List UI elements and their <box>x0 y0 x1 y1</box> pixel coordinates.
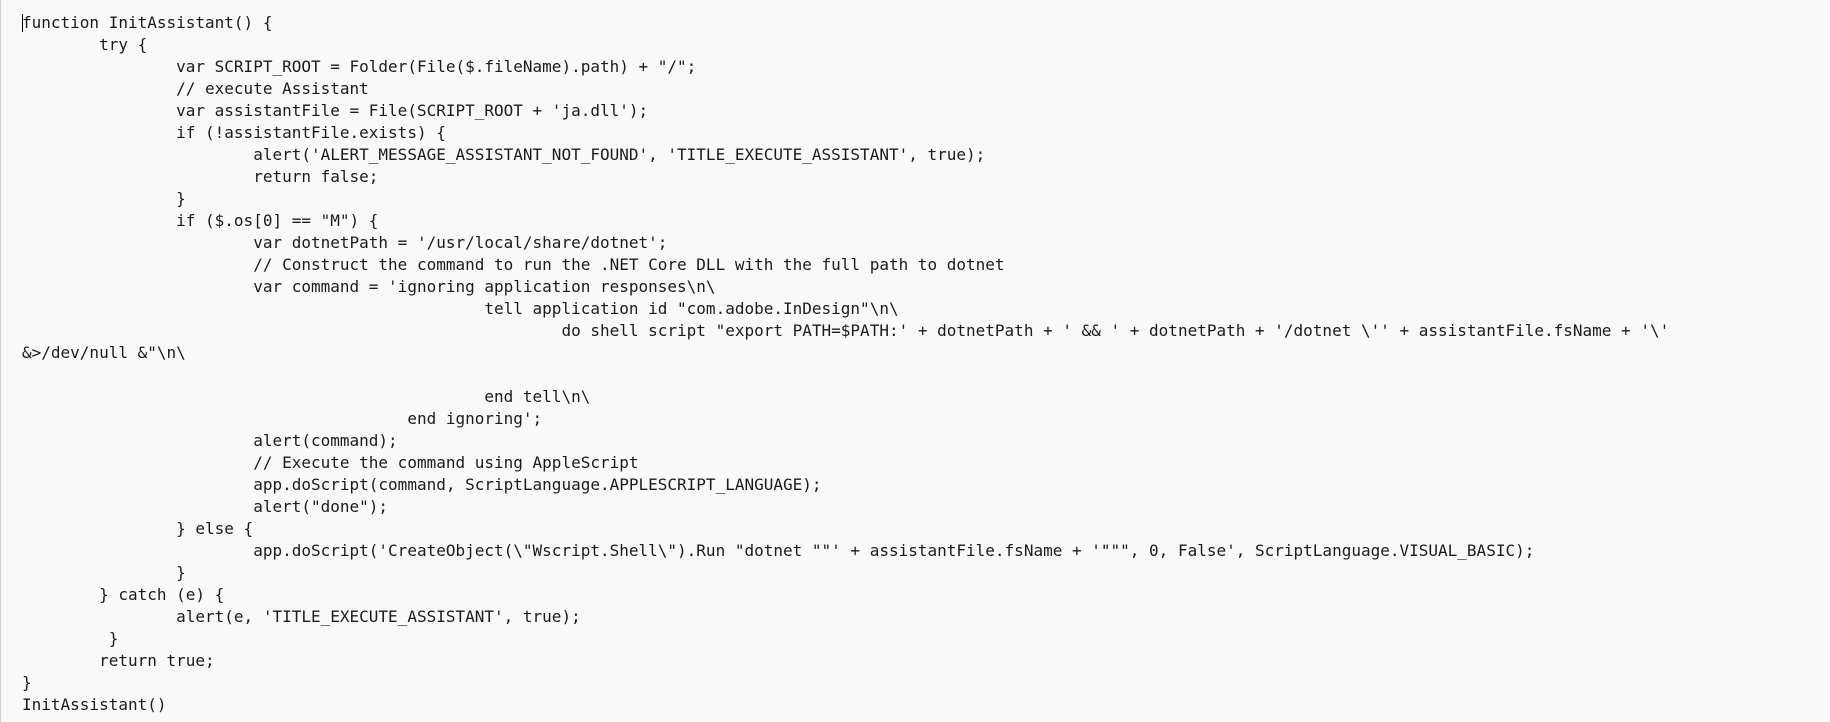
code-line: try { <box>22 35 148 54</box>
code-line-empty <box>22 364 1669 386</box>
code-line: } <box>22 673 32 692</box>
text-caret <box>22 14 23 32</box>
code-line: alert('ALERT_MESSAGE_ASSISTANT_NOT_FOUND… <box>22 145 986 164</box>
code-line: app.doScript('CreateObject(\"Wscript.She… <box>22 541 1535 560</box>
code-line: var assistantFile = File(SCRIPT_ROOT + '… <box>22 101 649 120</box>
code-line: var dotnetPath = '/usr/local/share/dotne… <box>22 233 668 252</box>
code-line: end tell\n\ <box>22 387 591 406</box>
code-line: } <box>22 563 186 582</box>
code-line: if (!assistantFile.exists) { <box>22 123 446 142</box>
code-line: } <box>22 629 119 648</box>
code-line: &>/dev/null &"\n\ <box>22 343 186 362</box>
code-line: if ($.os[0] == "M") { <box>22 211 379 230</box>
code-line: // Execute the command using AppleScript <box>22 453 639 472</box>
code-line: InitAssistant() <box>22 695 167 714</box>
code-line: alert(command); <box>22 431 398 450</box>
code-line: return true; <box>22 651 215 670</box>
code-line: } catch (e) { <box>22 585 225 604</box>
code-line: alert("done"); <box>22 497 389 516</box>
code-line: } <box>22 189 186 208</box>
code-line: // execute Assistant <box>22 79 369 98</box>
code-line: // Construct the command to run the .NET… <box>22 255 1005 274</box>
code-line: return false; <box>22 167 379 186</box>
code-line: alert(e, 'TITLE_EXECUTE_ASSISTANT', true… <box>22 607 581 626</box>
code-line: } else { <box>22 519 254 538</box>
code-line: end ignoring'; <box>22 409 543 428</box>
code-content[interactable]: function InitAssistant() { try { var SCR… <box>22 12 1669 716</box>
code-line: do shell script "export PATH=$PATH:' + d… <box>22 321 1670 340</box>
code-line: app.doScript(command, ScriptLanguage.APP… <box>22 475 822 494</box>
code-line: tell application id "com.adobe.InDesign"… <box>22 299 899 318</box>
code-line: var command = 'ignoring application resp… <box>22 277 716 296</box>
code-line: function InitAssistant() { <box>22 13 273 32</box>
code-line: var SCRIPT_ROOT = Folder(File($.fileName… <box>22 57 697 76</box>
